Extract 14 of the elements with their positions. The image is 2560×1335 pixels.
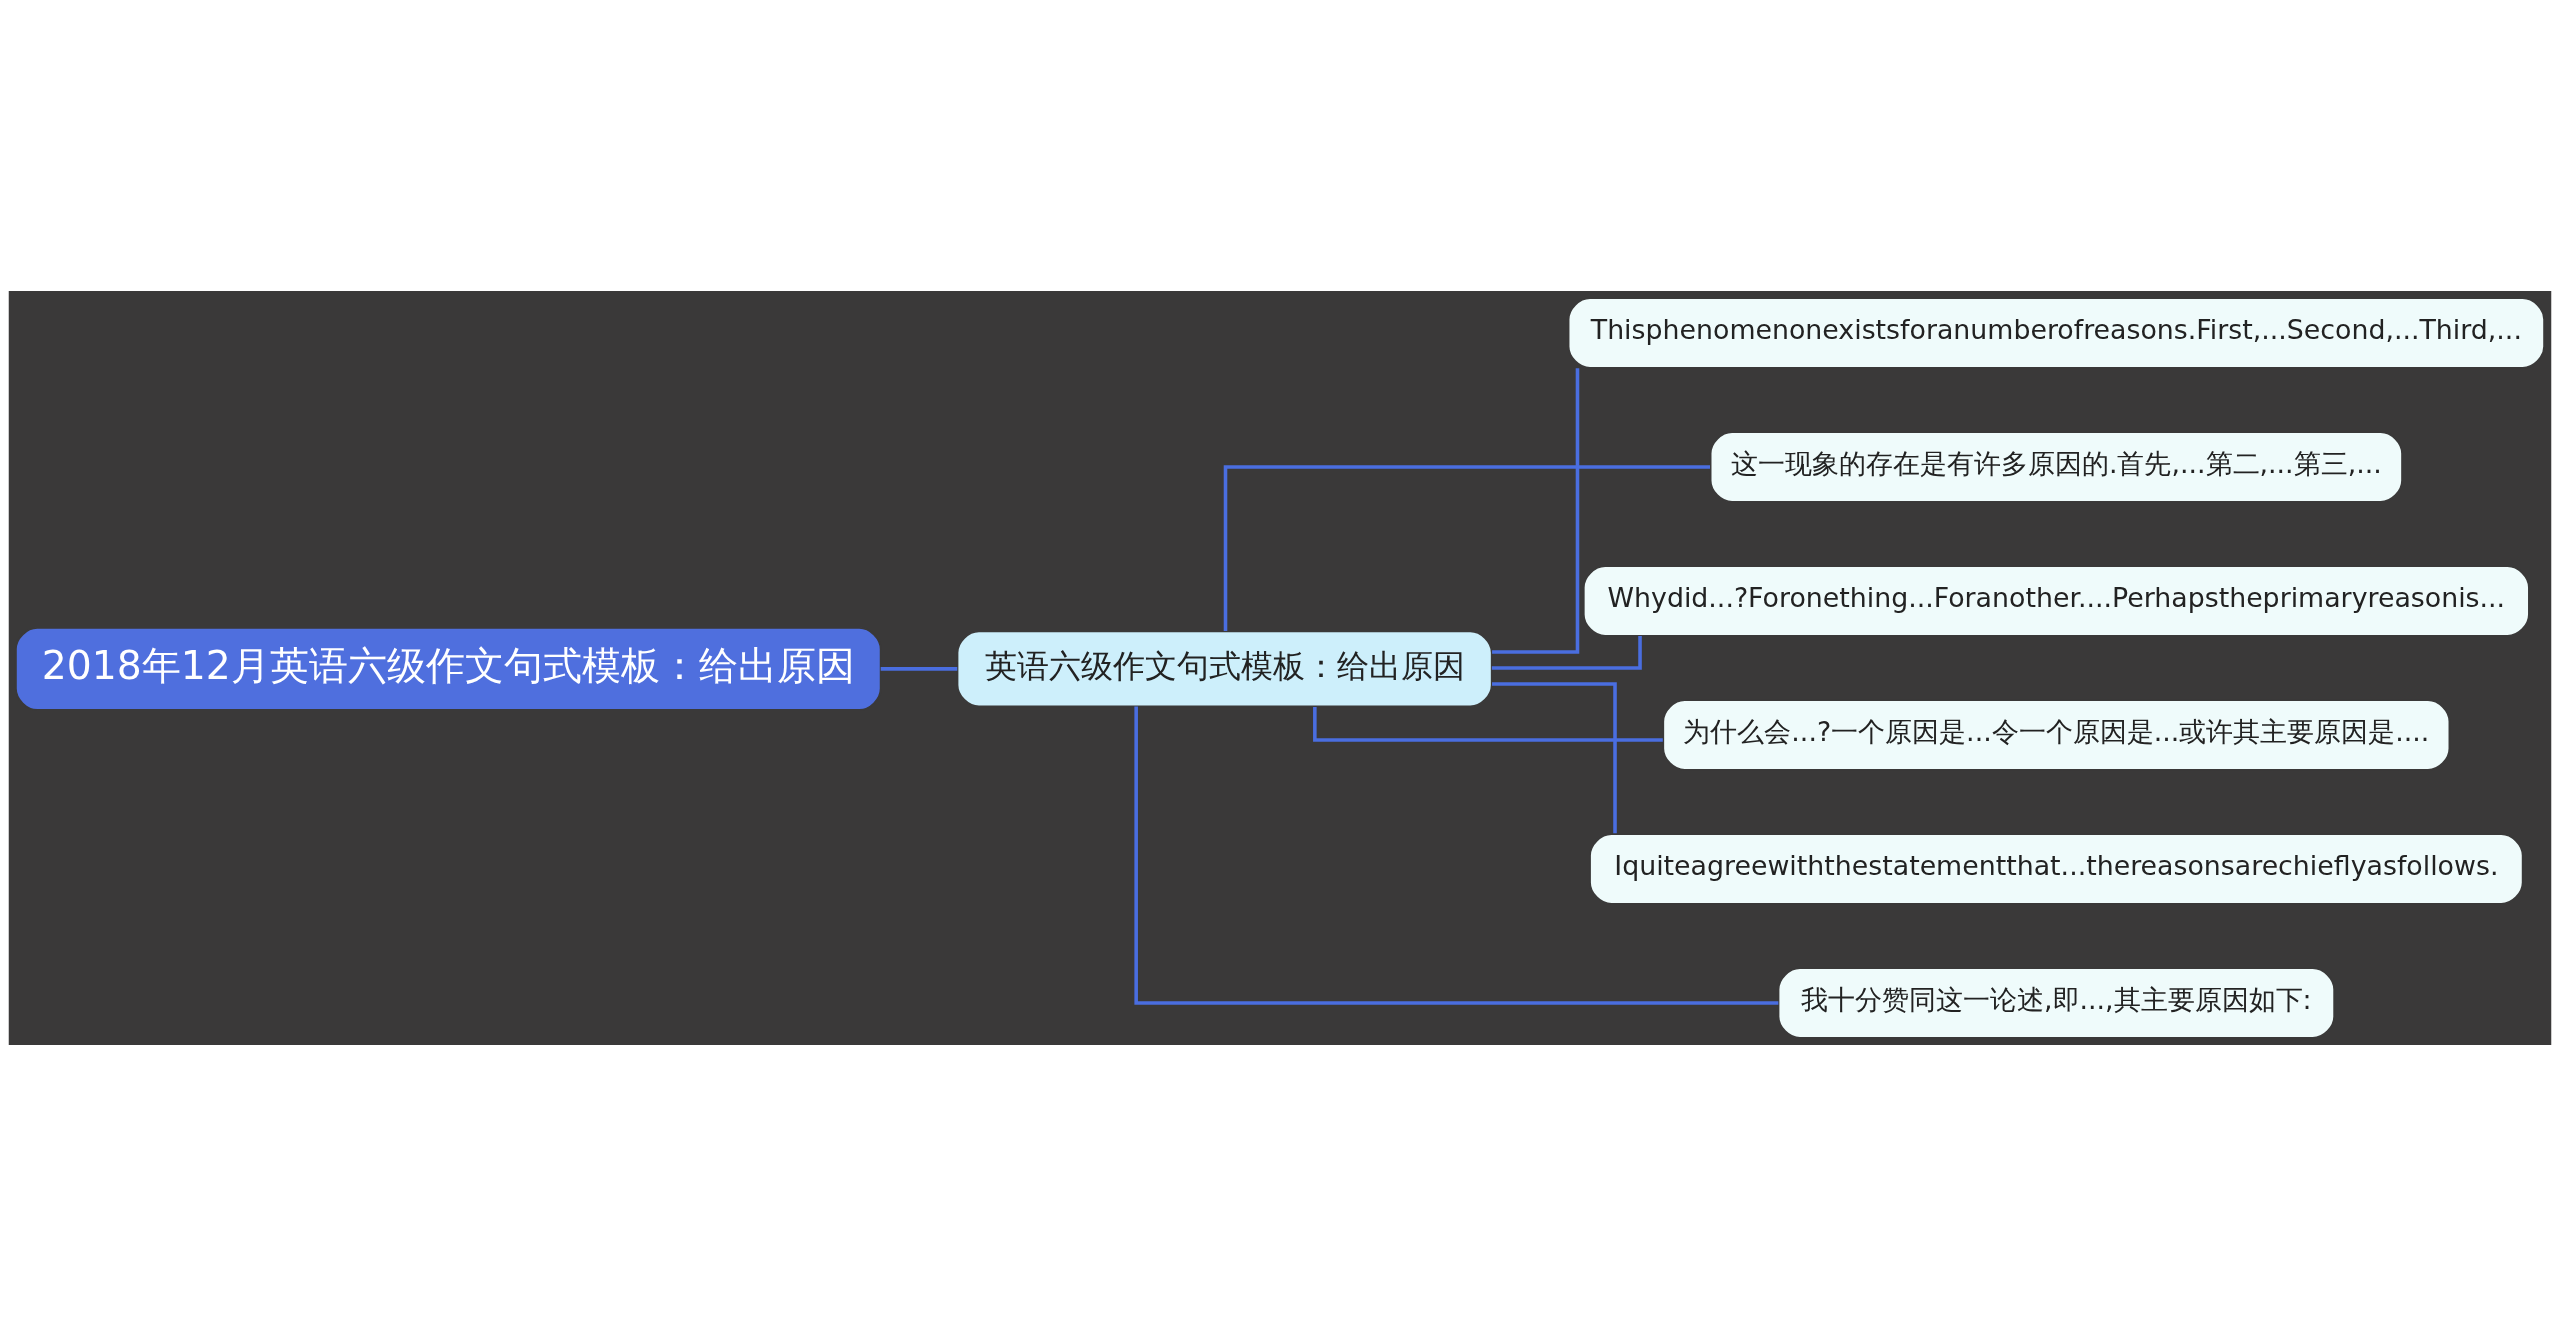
- node-box: 英语六级作文句式模板：给出原因: [956, 629, 1493, 707]
- node-box: Thisphenomenonexistsforanumberofreasons.First,...Second,...Third,...: [1567, 296, 2545, 369]
- connector: [1491, 635, 1642, 670]
- connector: [1492, 367, 1580, 654]
- connector: [1223, 464, 1710, 631]
- node-box: 我十分赞同这一论述,即...,其主要原因如下:: [1777, 966, 2336, 1039]
- node-box: Iquiteagreewiththestatementthat...thereasonsarechieflyasfollows.: [1589, 832, 2524, 905]
- connector: [880, 666, 958, 671]
- node-box: 这一现象的存在是有许多原因的.首先,...第二,...第三,...: [1709, 430, 2403, 503]
- connector: [1492, 681, 1617, 833]
- connector: [1134, 706, 1779, 1005]
- node-box: 2018年12月英语六级作文句式模板：给出原因: [15, 626, 882, 711]
- node-box: 为什么会...?一个原因是...令一个原因是...或许其主要原因是....: [1662, 698, 2451, 771]
- node-box: Whydid...?Foronething...Foranother....Perhapstheprimaryreasonis...: [1582, 564, 2530, 637]
